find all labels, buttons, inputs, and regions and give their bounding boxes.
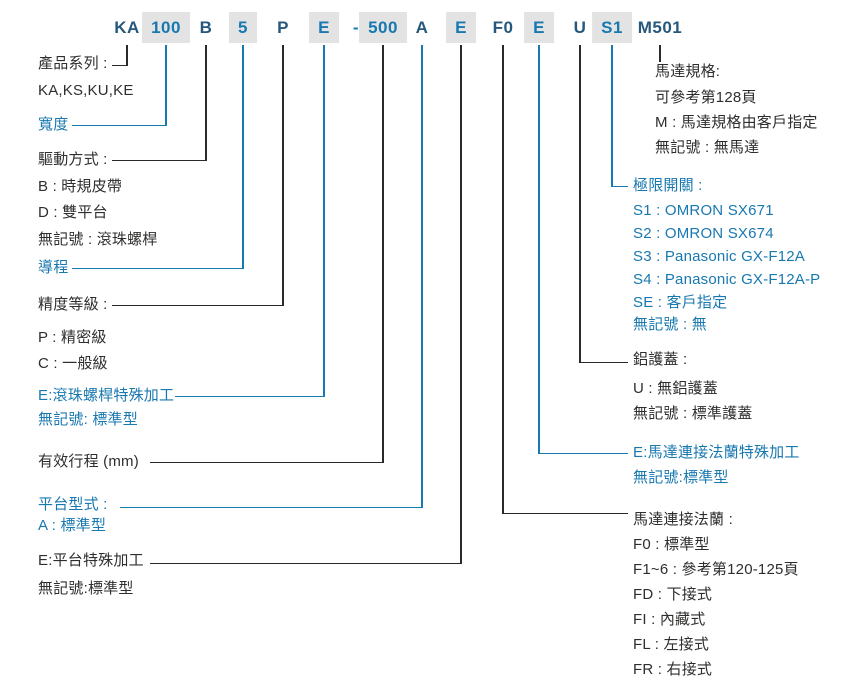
connector-5-vertical <box>242 45 244 269</box>
code-segment-a: A <box>415 18 429 37</box>
label-motor-spec-item-2: 無記號 : 無馬達 <box>655 139 760 156</box>
label-width-title: 寬度 <box>38 116 69 133</box>
label-alu-cover-item-0: U : 無鋁護蓋 <box>633 380 718 397</box>
label-motor-spec-title: 馬達規格: <box>655 63 721 80</box>
label-product-series-item: KA,KS,KU,KE <box>38 82 134 99</box>
connector-500-horizontal <box>150 461 383 463</box>
label-motor-flange-item-1: F1~6 : 參考第120-125頁 <box>633 561 799 578</box>
code-segment-u: U <box>573 18 587 37</box>
label-table-special-item: 無記號:標準型 <box>38 580 134 597</box>
connector-a-horizontal <box>120 506 422 508</box>
code-segment-5: 5 <box>229 12 257 43</box>
connector-ka-vertical <box>126 45 128 66</box>
label-limit-switch-item-3: S4 : Panasonic GX-F12A-P <box>633 271 821 288</box>
code-segment-e3: E <box>524 12 554 43</box>
code-segment-p: P <box>277 18 289 37</box>
label-motor-flange-item-3: FI : 內藏式 <box>633 611 706 628</box>
connector-e3-vertical <box>538 45 540 454</box>
label-limit-switch-item-2: S3 : Panasonic GX-F12A <box>633 248 805 265</box>
connector-p-horizontal <box>112 304 283 306</box>
connector-b-vertical <box>205 45 207 161</box>
code-segment-m501: M501 <box>637 18 683 37</box>
label-limit-switch-item-1: S2 : OMRON SX674 <box>633 225 774 242</box>
code-segment-dash: - <box>352 18 360 37</box>
label-alu-cover-item-1: 無記號 : 標準護蓋 <box>633 405 753 422</box>
connector-s1-vertical <box>611 45 613 187</box>
code-segment-e2: E <box>446 12 476 43</box>
connector-f0-vertical <box>502 45 504 514</box>
label-motor-flange-item-4: FL : 左接式 <box>633 636 710 653</box>
label-limit-switch-item-0: S1 : OMRON SX671 <box>633 202 774 219</box>
code-segment-b: B <box>199 18 213 37</box>
label-drive-type-item-0: B : 時規皮帶 <box>38 178 123 195</box>
connector-s1-horizontal <box>611 185 628 187</box>
connector-100-vertical <box>165 45 167 126</box>
label-limit-switch-item-4: SE : 客戶指定 <box>633 294 728 311</box>
label-flange-special-title: E:馬達連接法蘭特殊加工 <box>633 444 800 461</box>
label-limit-switch-title: 極限開關 : <box>633 177 703 194</box>
label-motor-flange-title: 馬達連接法蘭 : <box>633 511 733 528</box>
label-accuracy-item-1: C : 一般級 <box>38 355 108 372</box>
connector-e2-horizontal <box>150 562 461 564</box>
label-drive-type-item-1: D : 雙平台 <box>38 204 108 221</box>
code-segment-s1: S1 <box>592 12 632 43</box>
connector-u-vertical <box>579 45 581 363</box>
code-segment-f0: F0 <box>492 18 514 37</box>
label-ballscrew-special-title: E:滾珠螺桿特殊加工 <box>38 387 175 404</box>
label-table-type-item: A : 標準型 <box>38 517 107 534</box>
connector-a-vertical <box>421 45 423 508</box>
label-motor-flange-item-2: FD : 下接式 <box>633 586 713 603</box>
connector-5-horizontal <box>72 267 243 269</box>
label-limit-switch-item-5: 無記號 : 無 <box>633 316 707 333</box>
connector-u-horizontal <box>579 361 628 363</box>
label-product-series-title: 產品系列 : <box>38 55 108 72</box>
code-segment-500: 500 <box>359 12 407 43</box>
label-accuracy-item-0: P : 精密級 <box>38 329 107 346</box>
label-drive-type-title: 驅動方式 : <box>38 151 108 168</box>
connector-e2-vertical <box>460 45 462 564</box>
label-motor-spec-item-1: M : 馬達規格由客戶指定 <box>655 114 818 131</box>
connector-f0-horizontal <box>502 512 628 514</box>
connector-ka-horizontal <box>112 64 127 66</box>
code-segment-ka: KA <box>114 18 140 37</box>
label-lead-title: 導程 <box>38 259 69 276</box>
code-segment-100: 100 <box>142 12 190 43</box>
connector-p-vertical <box>282 45 284 306</box>
label-table-type-title: 平台型式 : <box>38 496 108 513</box>
connector-e1-vertical <box>323 45 325 397</box>
label-motor-flange-item-5: FR : 右接式 <box>633 661 713 678</box>
label-table-special-title: E:平台特殊加工 <box>38 552 144 569</box>
connector-e1-horizontal <box>175 395 324 397</box>
connector-e3-horizontal <box>538 452 628 454</box>
label-motor-flange-item-0: F0 : 標準型 <box>633 536 710 553</box>
connector-m501-vertical <box>659 45 661 62</box>
connector-100-horizontal <box>72 124 166 126</box>
label-alu-cover-title: 鋁護蓋 : <box>633 351 688 368</box>
label-effective-stroke-title: 有效行程 (mm) <box>38 453 139 470</box>
label-accuracy-title: 精度等級 : <box>38 296 108 313</box>
label-ballscrew-special-item: 無記號: 標準型 <box>38 411 138 428</box>
label-motor-spec-item-0: 可參考第128頁 <box>655 89 757 106</box>
connector-b-horizontal <box>112 159 206 161</box>
label-drive-type-item-2: 無記號 : 滾珠螺桿 <box>38 231 158 248</box>
connector-500-vertical <box>382 45 384 463</box>
label-flange-special-item: 無記號:標準型 <box>633 469 729 486</box>
code-segment-e1: E <box>309 12 339 43</box>
